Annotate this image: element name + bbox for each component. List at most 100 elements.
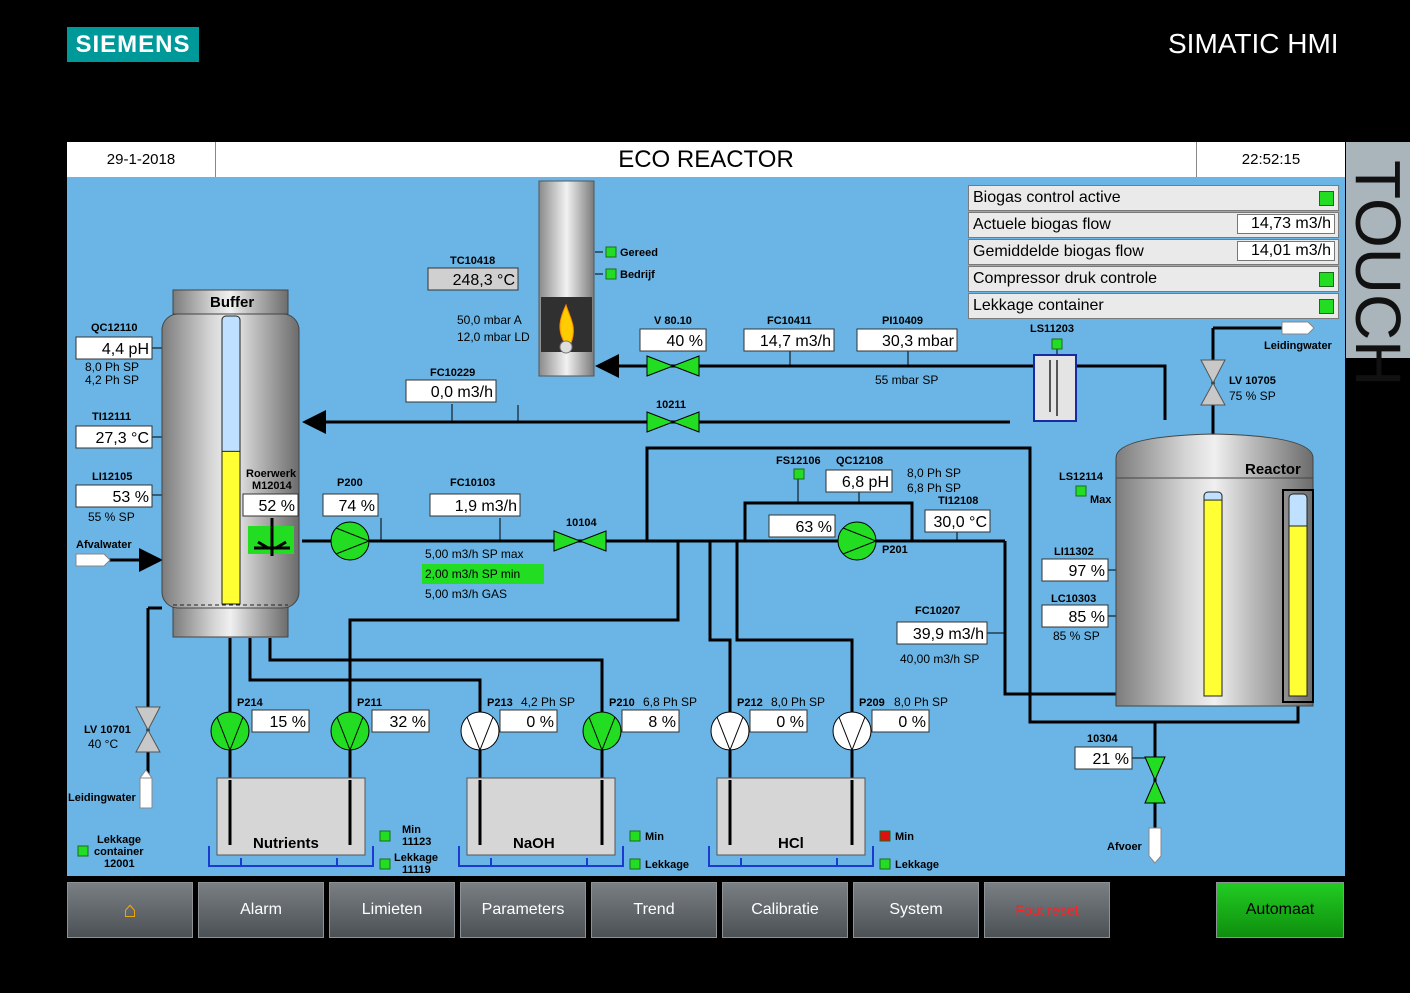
fc10411-value[interactable]: 14,7 m3/h: [760, 333, 831, 350]
tag-tc10418: TC10418: [450, 255, 495, 267]
flame-icon: [559, 303, 574, 346]
system-button[interactable]: System: [853, 882, 979, 938]
valve-v8010[interactable]: [646, 355, 700, 377]
valve-10104[interactable]: [553, 530, 607, 552]
li11302-value[interactable]: 97 %: [1069, 563, 1105, 580]
tag-qc12110: QC12110: [91, 322, 137, 334]
pump-p201[interactable]: [837, 521, 878, 561]
status-compressor: Compressor druk controle: [968, 266, 1339, 292]
status-label: Gemiddelde biogas flow: [973, 243, 1144, 260]
p212-sp: 8,0 Ph SP: [771, 695, 825, 709]
tc10418-value[interactable]: 248,3 °C: [453, 272, 515, 289]
p210-value[interactable]: 8 %: [648, 714, 676, 731]
tank-naoh: [466, 777, 616, 856]
lv10701-sp: 40 °C: [88, 737, 118, 751]
label-nut-lek-id: 11119: [402, 864, 431, 876]
status-led: [1319, 299, 1334, 314]
tag-qc12108: QC12108: [836, 455, 883, 467]
trend-button[interactable]: Trend: [591, 882, 717, 938]
tag-lv10701: LV 10701: [84, 724, 131, 736]
ti12111-value[interactable]: 27,3 °C: [95, 430, 149, 447]
tag-10211: 10211: [656, 399, 686, 411]
header-bar: 29-1-2018 ECO REACTOR 22:52:15: [67, 142, 1345, 177]
p214-value[interactable]: 15 %: [270, 714, 306, 731]
qc12110-sp1: 8,0 Ph SP: [85, 360, 139, 374]
pump-p210[interactable]: [582, 711, 622, 752]
status-value[interactable]: 14,73 m3/h: [1237, 214, 1335, 234]
tank-nutrients: [216, 777, 366, 856]
valve-10304[interactable]: [1144, 756, 1166, 804]
fc10207-value[interactable]: 39,9 m3/h: [913, 626, 984, 643]
led-naoh-min: [629, 830, 641, 842]
status-label: Lekkage container: [973, 297, 1104, 314]
lc10303-value[interactable]: 85 %: [1069, 609, 1105, 626]
m12014-value[interactable]: 52 %: [259, 498, 295, 515]
tank-naoh-label: NaOH: [513, 835, 555, 852]
tag-v8010: V 80.10: [654, 315, 692, 327]
alarm-button[interactable]: Alarm: [198, 882, 324, 938]
p212-value[interactable]: 0 %: [776, 714, 804, 731]
outlet: [1148, 827, 1162, 864]
pump-p214[interactable]: [210, 711, 250, 752]
pump-p212[interactable]: [710, 711, 750, 752]
valve-10211[interactable]: [646, 411, 700, 433]
v10304-value[interactable]: 21 %: [1093, 751, 1129, 768]
ti12108-value[interactable]: 30,0 °C: [933, 514, 987, 531]
qc12110-value[interactable]: 4,4 pH: [102, 341, 149, 358]
tag-p212: P212: [737, 697, 763, 709]
tag-10304: 10304: [1087, 733, 1118, 745]
home-button[interactable]: ⌂: [67, 882, 193, 938]
valve-lv10701[interactable]: [135, 706, 161, 753]
valve-lv10705[interactable]: [1200, 359, 1226, 406]
status-value[interactable]: 14,01 m3/h: [1237, 241, 1335, 261]
tag-fc10411: FC10411: [767, 315, 812, 327]
limieten-button[interactable]: Limieten: [329, 882, 455, 938]
tag-p210: P210: [609, 697, 635, 709]
parameters-button[interactable]: Parameters: [460, 882, 586, 938]
label-naoh-lek: Lekkage: [645, 859, 689, 871]
level-switch-ls11203[interactable]: [1033, 354, 1077, 422]
li12105-value[interactable]: 53 %: [113, 489, 149, 506]
pi10409-sp: 55 mbar SP: [875, 373, 938, 387]
tank-hcl-label: HCl: [778, 835, 804, 852]
tag-fc10207: FC10207: [915, 605, 960, 617]
p213-value[interactable]: 0 %: [526, 714, 554, 731]
tag-p200: P200: [337, 477, 363, 489]
fc10103-value[interactable]: 1,9 m3/h: [455, 498, 517, 515]
flare-press-a: 50,0 mbar A: [457, 313, 522, 327]
led-naoh-leak: [629, 858, 641, 870]
p201-value[interactable]: 63 %: [796, 519, 832, 536]
fout-reset-button[interactable]: Fout reset: [984, 882, 1110, 938]
fc10207-sp: 40,00 m3/h SP: [900, 652, 979, 666]
led-gereed: [605, 246, 617, 258]
led-nutrients-min: [379, 830, 391, 842]
lc10303-sp: 85 % SP: [1053, 629, 1100, 643]
p200-value[interactable]: 74 %: [339, 498, 375, 515]
label-leidingwater-left: Leidingwater: [68, 792, 137, 804]
pump-p211[interactable]: [330, 711, 370, 752]
p209-value[interactable]: 0 %: [898, 714, 926, 731]
status-label: Compressor druk controle: [973, 270, 1158, 287]
fc10229-value[interactable]: 0,0 m3/h: [431, 384, 493, 401]
li12105-sp: 55 % SP: [88, 510, 135, 524]
label-nut-lek: Lekkage: [394, 852, 438, 864]
automaat-button[interactable]: Automaat: [1216, 882, 1344, 938]
qc12108-value[interactable]: 6,8 pH: [842, 474, 889, 491]
tag-fs12106: FS12106: [776, 455, 821, 467]
label-leak-cont-id: 12001: [104, 858, 135, 870]
date-display: 29-1-2018: [67, 142, 216, 177]
calibratie-button[interactable]: Calibratie: [722, 882, 848, 938]
reactor-level-bar-2: [1288, 525, 1308, 697]
pump-p209[interactable]: [832, 711, 872, 752]
v8010-value[interactable]: 40 %: [667, 333, 703, 350]
tag-p214: P214: [237, 697, 264, 709]
pump-p200[interactable]: [330, 521, 371, 561]
p210-sp: 6,8 Ph SP: [643, 695, 697, 709]
label-ls12114-max: Max: [1090, 494, 1112, 506]
reactor-name: Reactor: [1245, 461, 1301, 478]
pump-p213[interactable]: [460, 711, 500, 752]
pi10409-value[interactable]: 30,3 mbar: [882, 333, 955, 350]
p211-value[interactable]: 32 %: [390, 714, 426, 731]
time-display: 22:52:15: [1241, 151, 1301, 168]
